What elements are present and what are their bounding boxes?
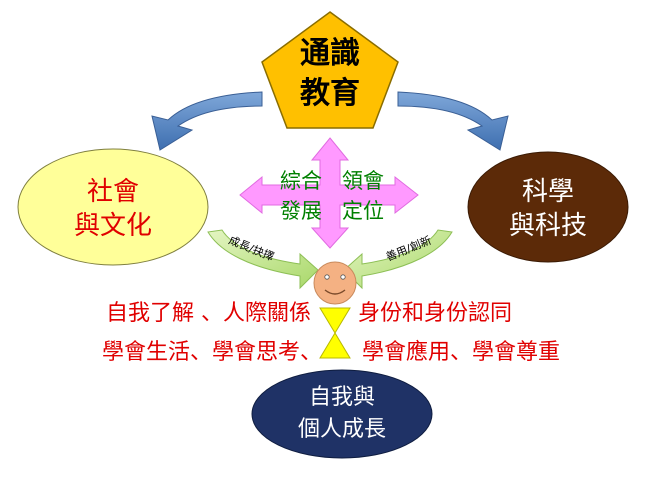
smiley-eye-right	[340, 274, 346, 280]
bottom-node-line1: 自我與	[309, 385, 375, 410]
cross-text-row1-right: 領會	[342, 169, 384, 193]
hourglass-icon	[319, 307, 351, 359]
left-node-line2: 與文化	[74, 211, 152, 241]
cross-text-row1-left: 綜合	[280, 169, 322, 193]
smiley-head	[313, 261, 357, 305]
bottom-node-line2: 個人成長	[298, 417, 386, 442]
smiley-mouth	[324, 289, 346, 295]
bottom-ellipse	[251, 369, 433, 459]
center-node-line1: 通識	[300, 36, 360, 71]
right-node-line2: 與科技	[509, 211, 587, 241]
right-ellipse	[467, 151, 629, 263]
smiley-face-icon	[313, 261, 357, 305]
smiley-eye-left	[324, 274, 330, 280]
goal-row2-left: 學會生活、學會思考、	[102, 340, 322, 365]
center-pentagon	[261, 11, 399, 129]
cross-arrow	[239, 137, 419, 249]
cross-text-row2-right: 定位	[342, 199, 384, 223]
goal-row2-right: 學會應用、學會尊重	[362, 339, 560, 365]
blue-arrow-left	[151, 91, 263, 151]
left-node-line1: 社會	[87, 177, 139, 207]
left-ellipse	[17, 148, 209, 266]
goal-row1-left: 自我了解 、人際關係	[106, 301, 311, 326]
right-node-line1: 科學	[522, 177, 574, 207]
cross-text-row2-left: 發展	[280, 199, 322, 223]
goal-row1-right: 身份和身份認同	[358, 301, 512, 326]
center-node-line2: 教育	[300, 76, 360, 111]
blue-arrow-right	[397, 91, 509, 151]
